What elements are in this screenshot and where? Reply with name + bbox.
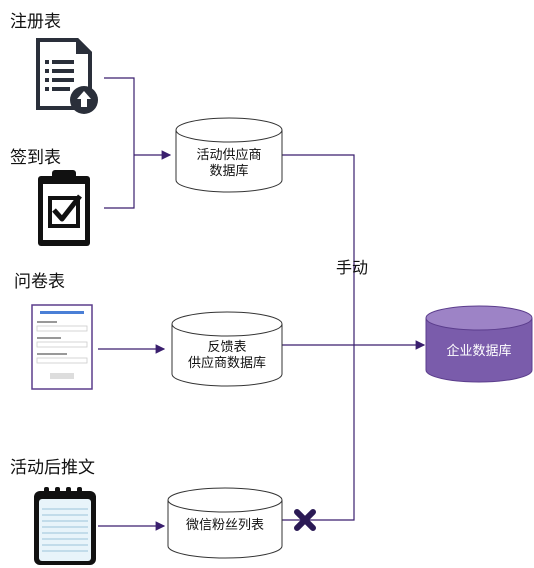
- notepad-icon: [34, 487, 96, 565]
- feedback-db-cylinder: [171, 311, 283, 387]
- questionnaire-label: 问卷表: [14, 272, 65, 292]
- wechat-db-cylinder: [167, 487, 283, 559]
- form-icon: [31, 304, 93, 390]
- feedback-db-label: 反馈表 供应商数据库: [172, 340, 282, 372]
- supplier-db-line2: 数据库: [209, 164, 249, 179]
- feedback-db-line1: 反馈表: [207, 340, 247, 355]
- registration-label: 注册表: [10, 12, 61, 32]
- clipboard-check-icon: [38, 170, 90, 246]
- enterprise-db-cylinder: [425, 305, 533, 383]
- post-event-label: 活动后推文: [10, 458, 95, 478]
- manual-edge-label: 手动: [336, 258, 369, 277]
- supplier-db-label: 活动供应商 数据库: [176, 148, 282, 180]
- trunk-line: [282, 154, 355, 521]
- wechat-db-label: 微信粉丝列表: [168, 518, 282, 534]
- supplier-db-line1: 活动供应商: [196, 148, 262, 163]
- blocked-cross-icon: [294, 509, 316, 531]
- signin-label: 签到表: [10, 148, 61, 168]
- source-merge-line: [104, 77, 135, 209]
- connectors: [98, 77, 426, 531]
- feedback-db-line2: 供应商数据库: [187, 356, 266, 371]
- enterprise-db-label: 企业数据库: [446, 344, 512, 359]
- supplier-db-cylinder: [175, 117, 283, 193]
- document-upload-icon: [36, 38, 98, 114]
- wechat-db-line1: 微信粉丝列表: [185, 518, 264, 533]
